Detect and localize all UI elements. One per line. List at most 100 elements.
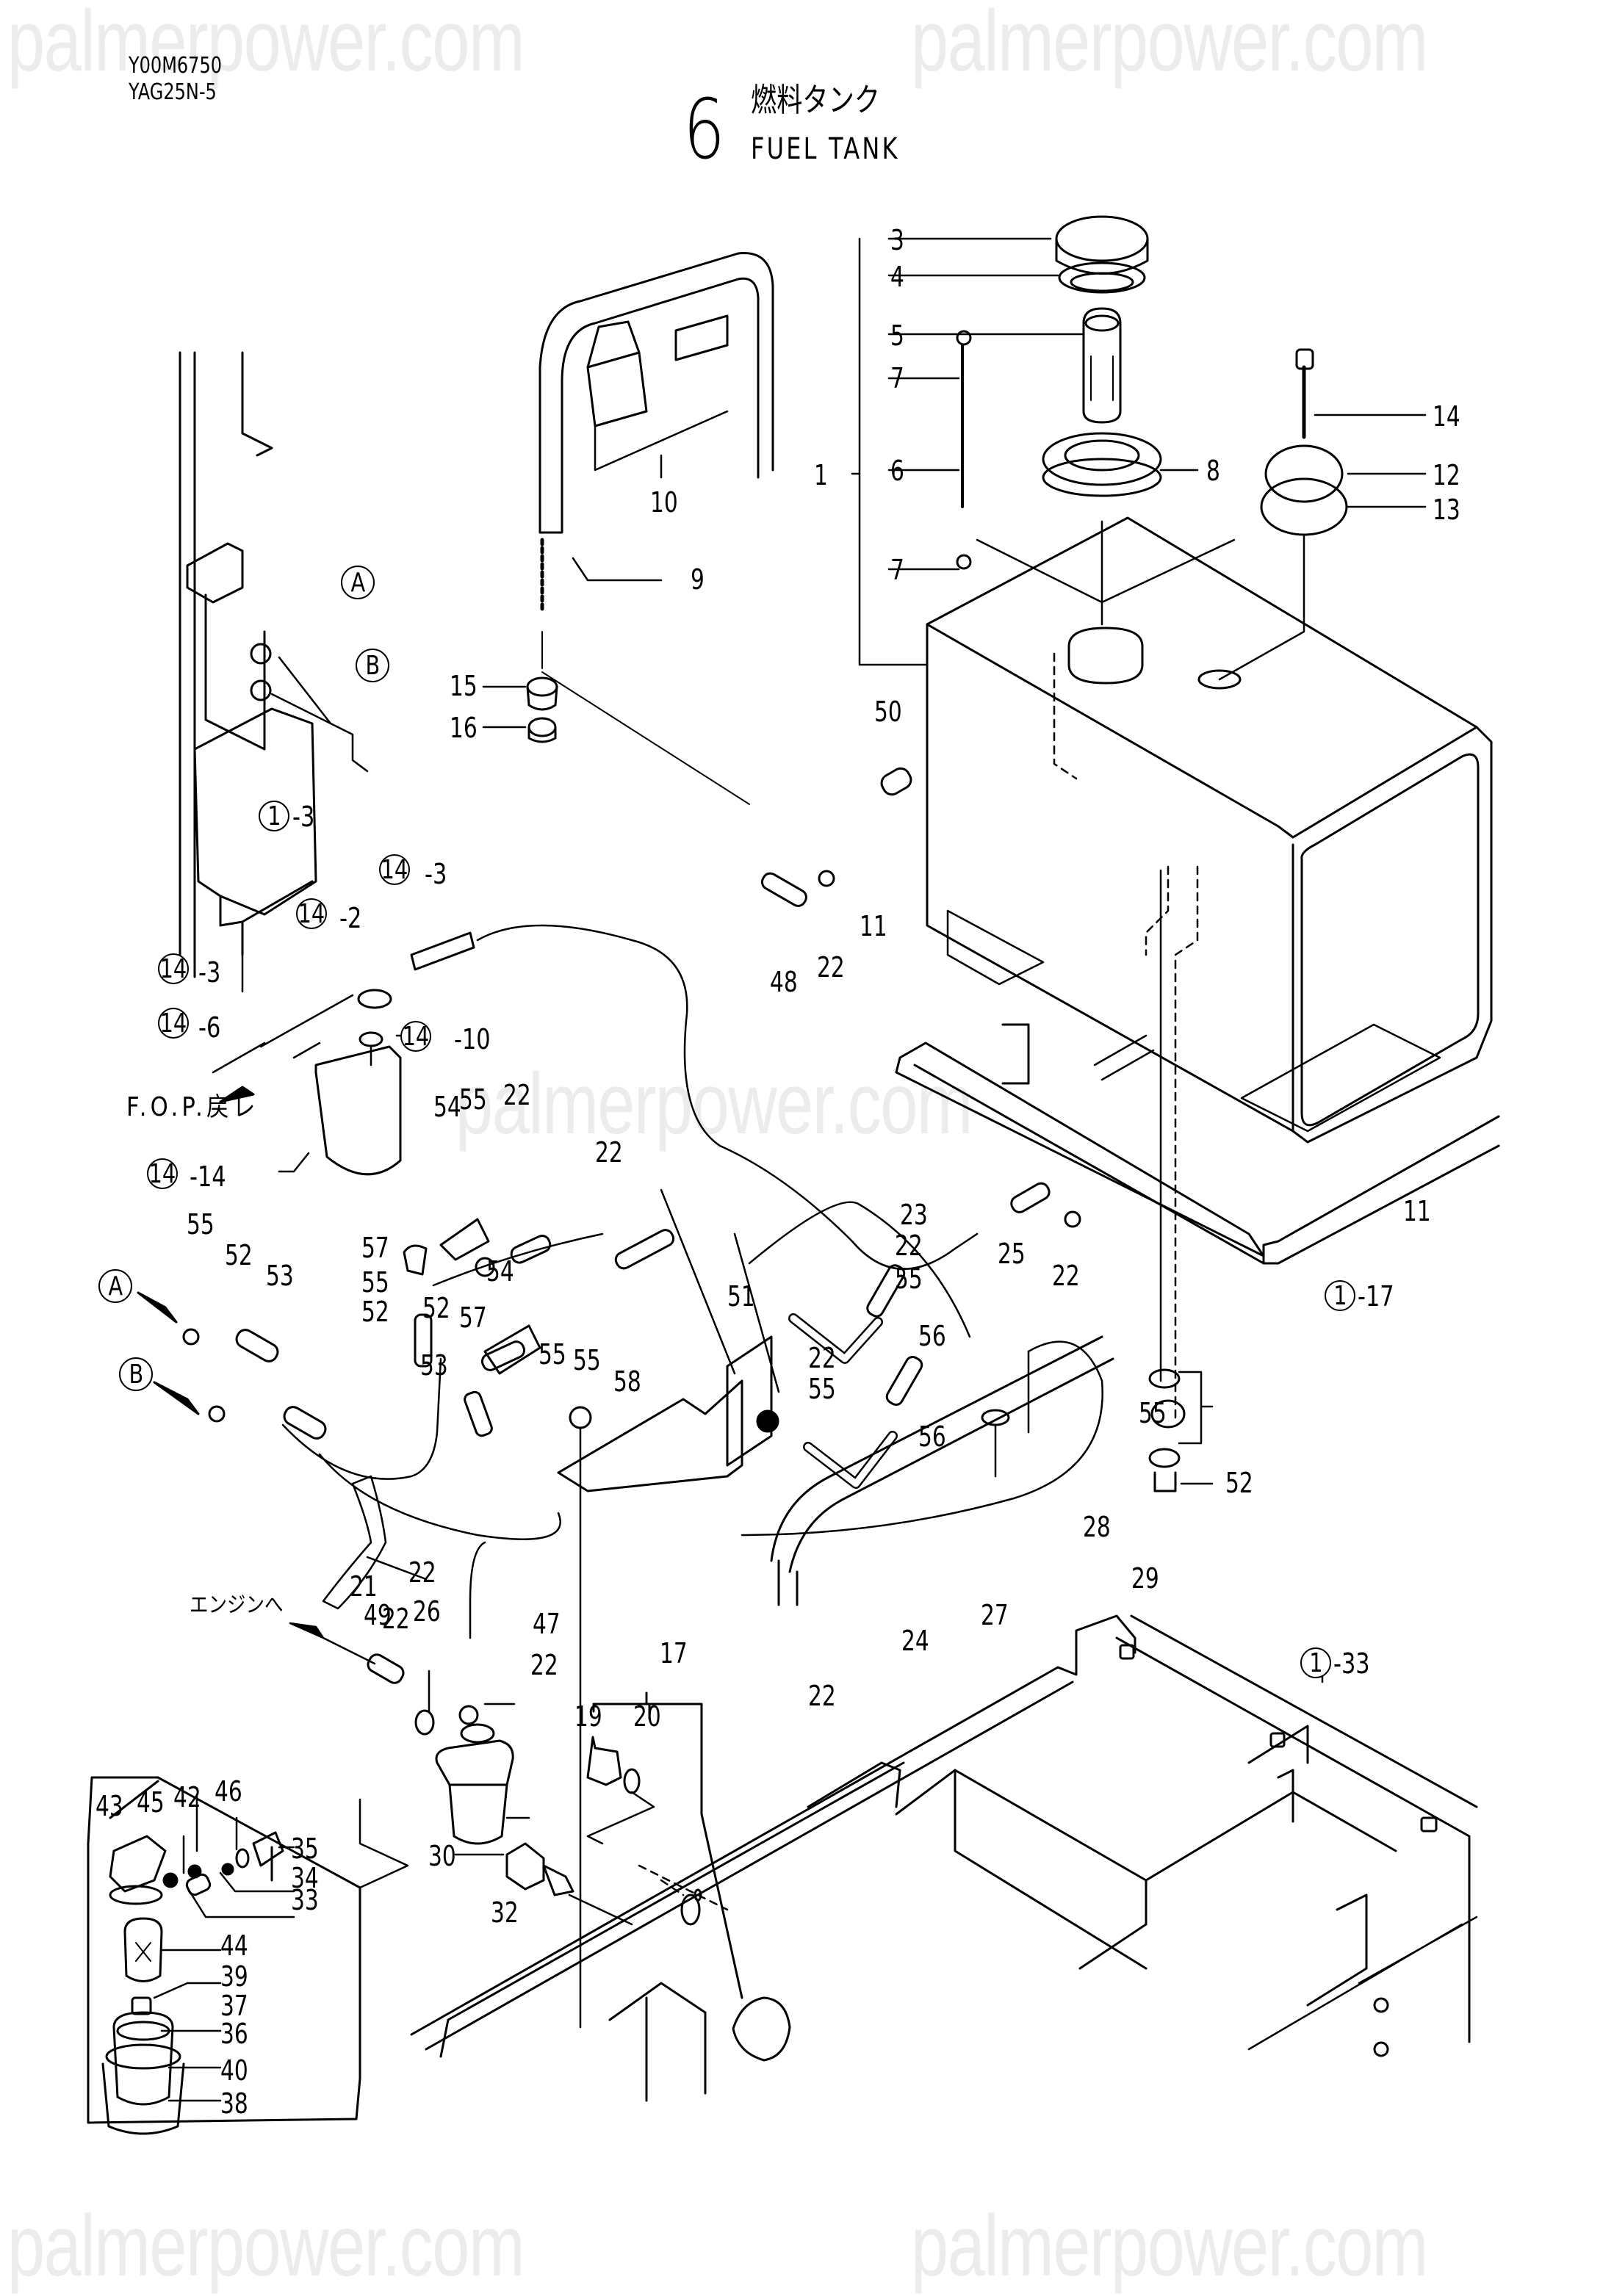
part-callout: 57 [361,1232,389,1264]
part-callout: 5 [890,320,904,352]
part-callout: 22 [408,1556,436,1589]
fuel-filter-32 [414,1669,530,1845]
part-callout: 57 [459,1302,487,1334]
part-callout: 55 [895,1263,923,1295]
part-callout: 29 [1131,1562,1159,1595]
part-callout: 21 [350,1570,378,1603]
part-callout: 1 [814,459,828,491]
part-callout: 53 [266,1260,294,1292]
part-callout: 30 [428,1840,456,1872]
note-fop-return: F.O.P.戻レ [126,1092,259,1122]
ref-circle: 1 [259,801,289,831]
marker-b-line: B [119,1357,153,1391]
part-callout: 12 [1433,459,1460,491]
part-callout: 27 [981,1599,1009,1631]
ref-suffix: -2 [339,902,362,934]
part-callout: 38 [220,2087,248,2120]
part-callout: 37 [220,1990,248,2022]
part-callout: 17 [660,1637,688,1669]
part-callout: 22 [1052,1260,1080,1292]
part-callout: 22 [808,1342,836,1374]
part-callout: 39 [220,1960,248,1993]
hose-protector-26 [322,1475,387,1610]
return-pipe [770,1335,1114,1606]
section-number: 6 [683,82,726,178]
part-callout: 22 [808,1680,836,1712]
marker-b-panel: B [356,649,389,682]
part-callout: 43 [96,1790,123,1822]
ref-suffix: -17 [1358,1280,1394,1313]
drain-plug-30 [454,1842,633,1926]
ref-suffix: -33 [1333,1647,1370,1680]
part-callout: 47 [533,1608,561,1640]
tank-frame [895,909,1500,1265]
title-japanese: 燃料タンク [751,82,880,119]
part-callout: 36 [220,2018,248,2050]
part-callout: 24 [901,1625,929,1657]
part-callout: 52 [225,1239,253,1271]
ref-suffix: -3 [198,956,221,989]
part-callout: 45 [137,1786,165,1819]
ref-circle: 14 [147,1158,178,1189]
part-callout: 49 [364,1599,392,1631]
part-callout: 40 [220,2054,248,2087]
ref-suffix: -3 [425,858,447,890]
control-panel-bracket [179,351,369,993]
fuel-cock-17 [586,1692,791,2062]
watermark: palmerpower.com [455,1055,973,1152]
part-callout: 33 [291,1884,319,1916]
part-callout: 42 [173,1781,201,1813]
part-callout: 55 [573,1344,601,1376]
part-callout: 46 [215,1775,242,1808]
arrow-b [153,1381,200,1415]
ref-suffix: -6 [198,1011,221,1044]
ref-circle: 14 [158,1008,189,1039]
part-callout: 26 [413,1595,441,1628]
part-callout: 28 [1083,1511,1111,1543]
note-to-engine: エンジンへ [190,1592,284,1618]
part-callout: 22 [595,1136,623,1169]
part-callout: 10 [650,486,678,519]
water-separator [212,931,475,1176]
part-callout: 55 [361,1266,389,1299]
part-callout: 9 [691,563,705,596]
part-callout: 58 [613,1365,641,1398]
part-callout: 22 [530,1649,558,1681]
ref-circle: 1 [1325,1280,1355,1311]
leader-lines [851,237,1427,681]
generator-chassis [410,1614,1478,2102]
part-callout: 4 [890,261,904,293]
part-callout: 54 [433,1091,461,1123]
part-callout: 55 [1139,1397,1167,1429]
ref-circle: 14 [400,1021,431,1052]
part-callout: 56 [918,1420,946,1453]
watermark: palmerpower.com [7,2198,525,2295]
part-callout: 52 [422,1292,450,1324]
drain-fitting-28 [1148,869,1214,1492]
part-callout: 22 [817,951,845,983]
part-callout: 11 [1403,1195,1431,1227]
part-callout: 8 [1206,455,1220,487]
part-callout: 55 [459,1083,487,1116]
arrow-a [137,1291,178,1324]
arrow-to-engine [289,1622,376,1665]
part-callout: 22 [382,1603,410,1635]
part-callout: 52 [1225,1467,1253,1499]
part-callout: 51 [727,1280,755,1313]
part-callout: 35 [291,1833,319,1865]
model-code: Y00M6750 [129,53,222,79]
part-callout: 55 [538,1338,566,1371]
part-callout: 53 [420,1349,448,1382]
part-callout: 22 [503,1079,531,1111]
marker-a-line: A [98,1269,132,1303]
title-english: FUEL TANK [751,132,900,166]
fuel-hoses [281,924,1103,1639]
ref-suffix: -3 [292,801,315,833]
part-callout: 54 [486,1255,514,1288]
part-callout: 16 [450,712,478,744]
fittings [182,767,1081,1489]
part-callout: 7 [890,554,904,586]
part-callout: 3 [890,224,904,256]
part-callout: 7 [890,362,904,394]
filter-inset-box [87,1776,409,2124]
